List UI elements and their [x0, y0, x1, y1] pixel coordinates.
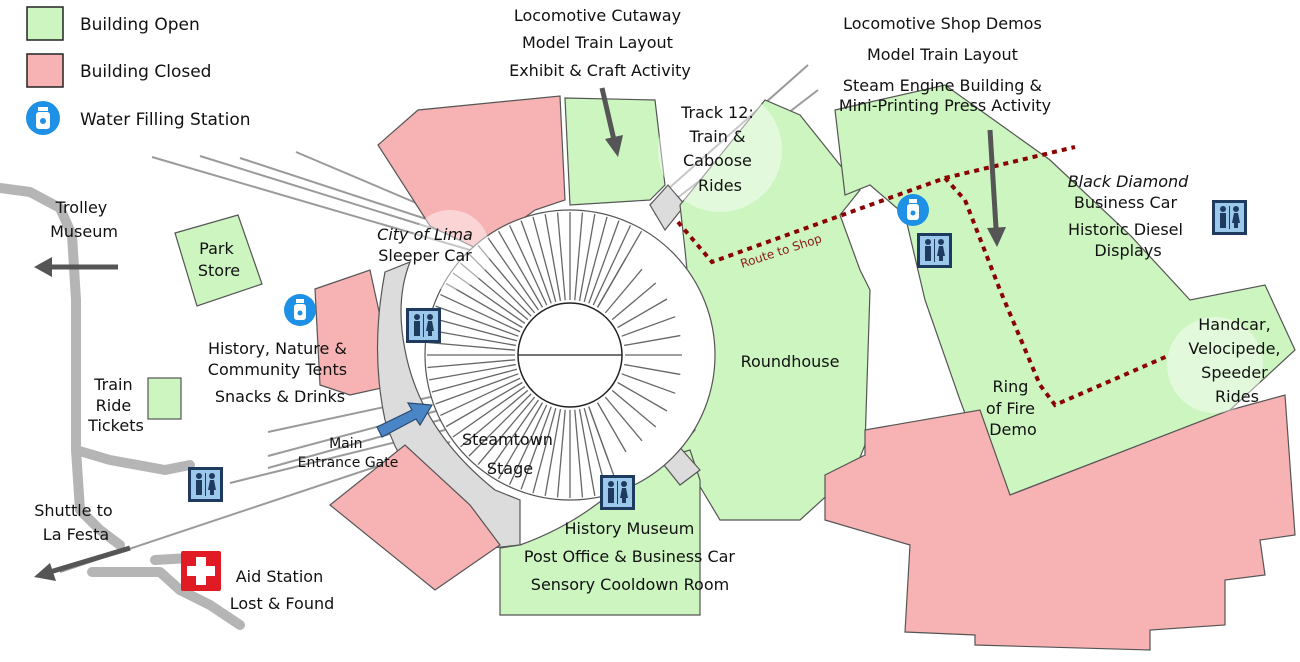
- track12-glow: [658, 88, 782, 212]
- left-closed-building: [377, 95, 566, 251]
- legend-closed-swatch: [26, 53, 64, 88]
- sleeper-car-label: Sleeper Car: [378, 246, 472, 265]
- trolley-museum-label: Trolley Museum: [50, 198, 118, 241]
- restroom-icon: [406, 308, 441, 343]
- restroom-icon: [600, 475, 635, 510]
- legend-open-label: Building Open: [80, 15, 200, 35]
- lower-right-closed-building: [824, 394, 1296, 651]
- legend: Building Open Building Closed Water Fill…: [26, 6, 251, 135]
- direction-arrows: [34, 87, 1006, 581]
- roundhouse-label: Roundhouse: [741, 352, 840, 371]
- shuttle-label: Shuttle to La Festa: [34, 501, 118, 544]
- locomotive-shop-label: Locomotive Shop Demos Model Train Layout…: [839, 14, 1051, 115]
- black-diamond-label: Black Diamond: [1068, 172, 1189, 191]
- water-bottle-icon: [26, 101, 60, 135]
- restroom-icon: [1212, 200, 1247, 235]
- city-of-lima-label: City of Lima: [377, 225, 473, 244]
- ring-of-fire-label: Ring of Fire Demo: [986, 377, 1040, 439]
- legend-water-label: Water Filling Station: [80, 110, 251, 130]
- locomotive-cutaway-label: Locomotive Cutaway Model Train Layout Ex…: [509, 6, 691, 80]
- ticket-booth-building: [147, 377, 182, 420]
- roads: [0, 183, 245, 630]
- tents-building: [314, 269, 396, 396]
- handcar-glow: [1167, 317, 1263, 413]
- main-entrance-label: Main Entrance Gate: [298, 436, 399, 471]
- legend-open-swatch: [26, 6, 64, 41]
- route-branch: [944, 145, 1076, 180]
- black-diamond-details-label: Business Car Historic Diesel Displays: [1068, 193, 1188, 260]
- turntable: [424, 209, 716, 501]
- steamtown-stage-label: Steamtown Stage: [462, 430, 558, 478]
- track-12-label: Track 12: Train & Caboose Rides: [680, 103, 759, 195]
- tickets-label: Train Ride Tickets: [87, 375, 144, 435]
- water-bottle-icon: [897, 194, 929, 226]
- lower-left-closed-building: [329, 444, 501, 591]
- water-bottle-icon: [284, 294, 316, 326]
- park-store-label: Park Store: [198, 239, 240, 280]
- park-store-building: [174, 214, 263, 307]
- buildings: [147, 84, 1296, 651]
- tents-label: History, Nature & Community Tents Snacks…: [208, 339, 352, 406]
- handcar-rides-label: Handcar, Velocipede, Speeder Rides: [1188, 315, 1285, 406]
- lima-glow: [410, 210, 490, 290]
- legend-closed-label: Building Closed: [80, 62, 211, 82]
- restroom-icon: [917, 233, 952, 268]
- first-aid-cross-icon: [181, 551, 221, 591]
- map-labels: Trolley Museum Park Store History, Natur…: [34, 6, 1285, 613]
- restroom-icon: [188, 467, 223, 502]
- history-museum-label: History Museum Post Office & Business Ca…: [524, 519, 740, 594]
- entrance-arrow: [376, 402, 434, 438]
- aid-station-label: Aid Station Lost & Found: [230, 567, 335, 613]
